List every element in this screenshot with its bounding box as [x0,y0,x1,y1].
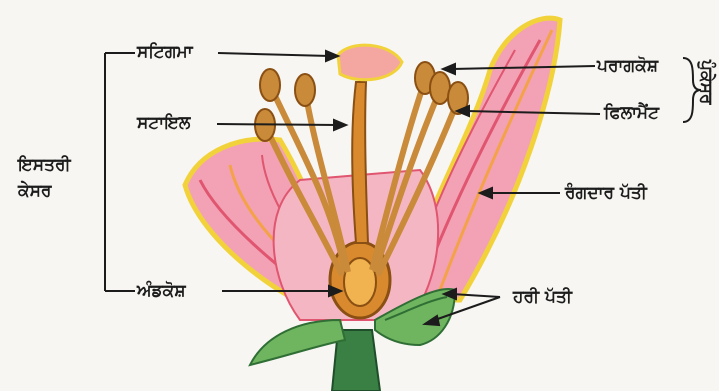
label-ovary: ਅੰਡਕੋਸ਼ [137,283,186,300]
style [352,82,368,243]
label-stigma: ਸਟਿਗਮਾ [137,44,193,61]
label-stamen: ਪੁੰਕੇਸਰ [697,60,714,104]
label-sepal: ਹਰੀ ਪੱਤੀ [513,289,572,306]
label-style: ਸਟਾਇਲ [137,115,190,132]
label-pistil: ਇਸਤਰੀ ਕੇਸਰ [18,153,71,204]
label-filament: ਫਿਲਾਮੈਂਟ [604,105,659,122]
label-anther: ਪਰਾਗਕੋਸ਼ [597,58,658,75]
stigma [338,45,402,80]
sepal-left [250,320,345,365]
label-petal: ਰੰਗਦਾਰ ਪੱਤੀ [565,185,647,202]
